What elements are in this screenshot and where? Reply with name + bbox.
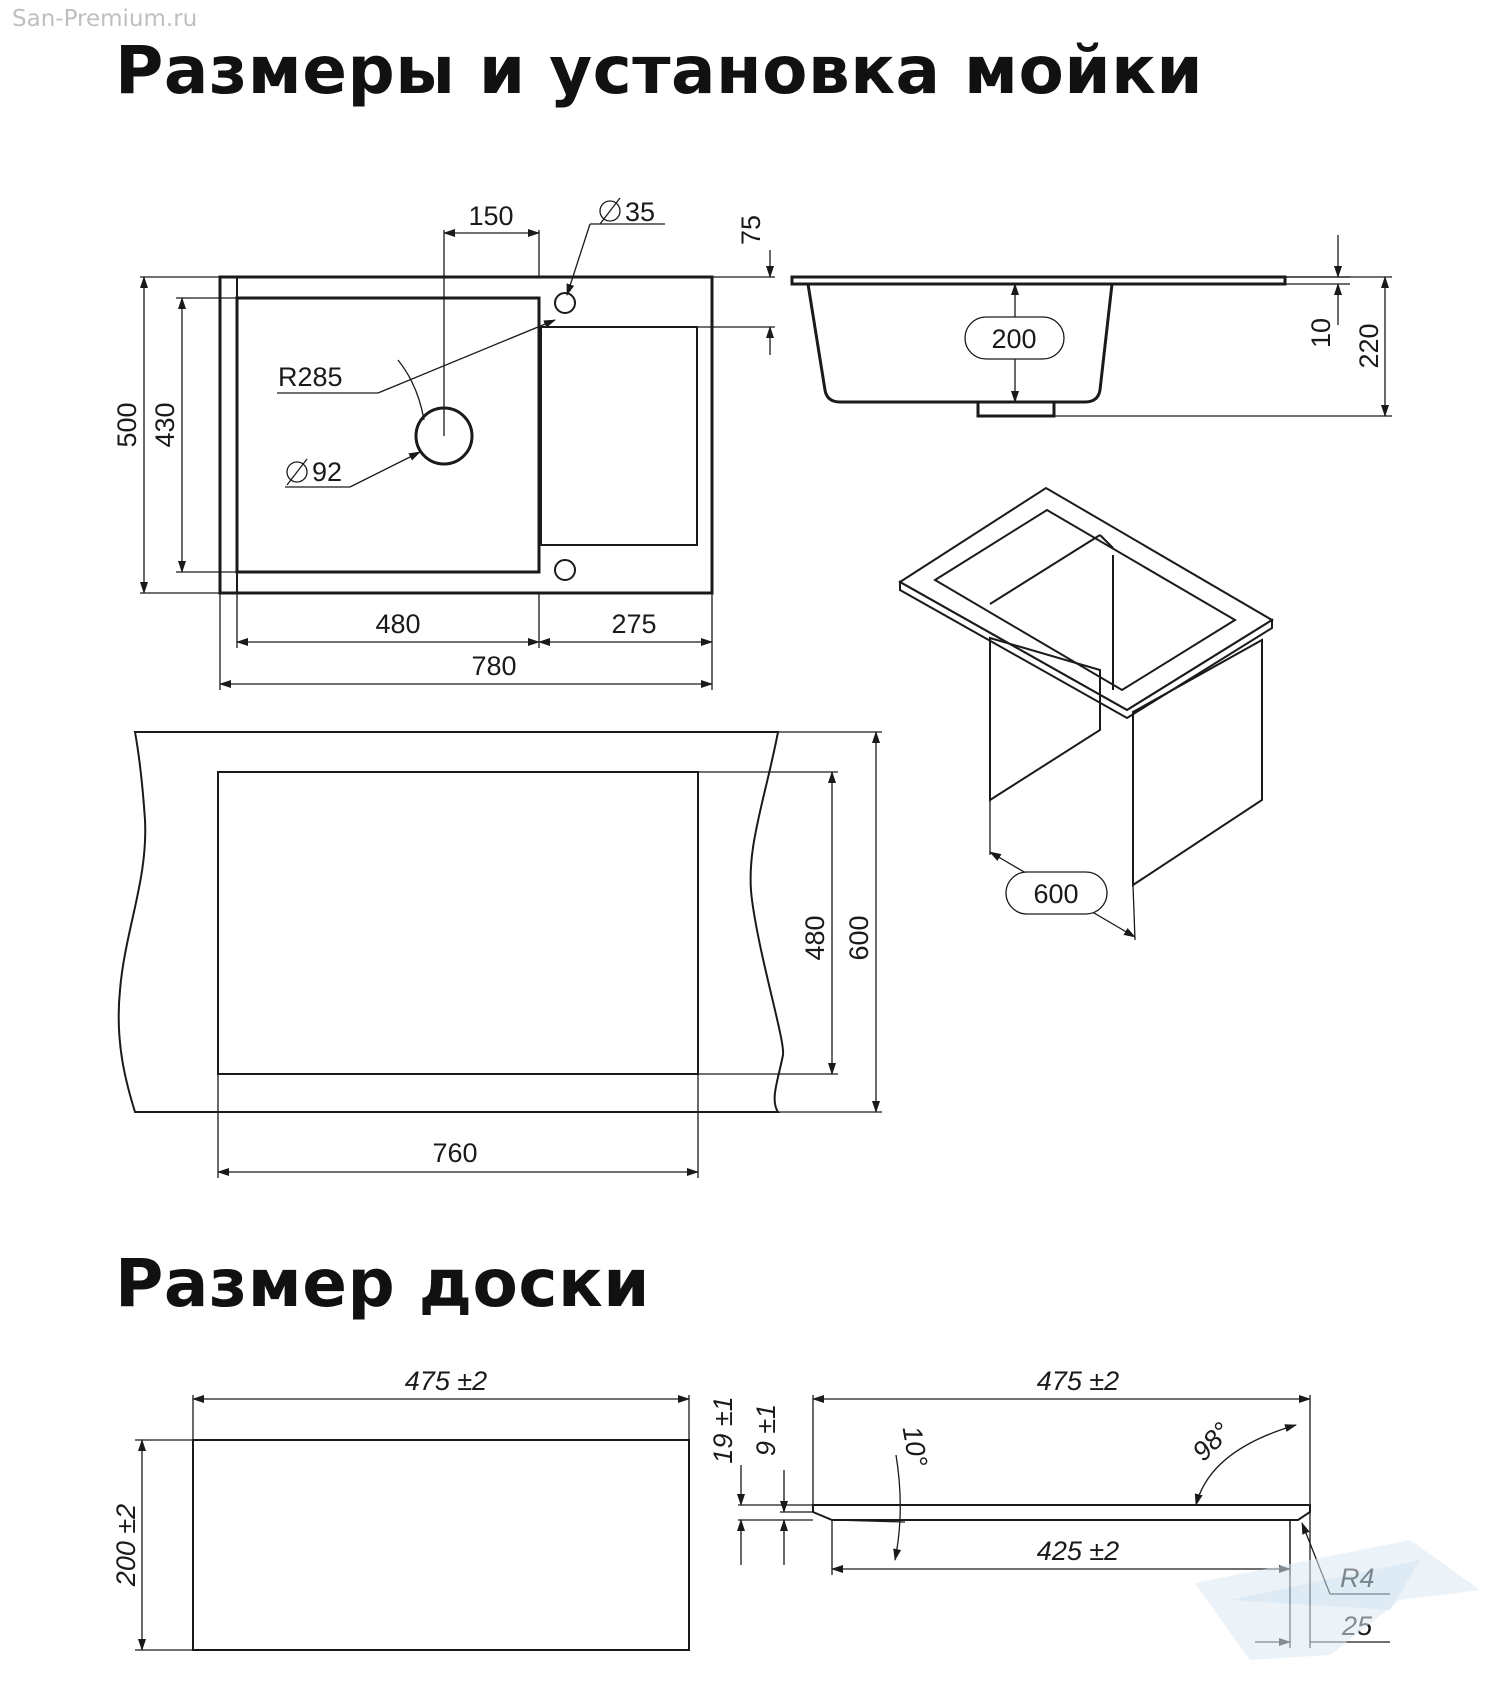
board-profile	[812, 1504, 1311, 1521]
dim-r285: R285	[278, 362, 343, 392]
iso-cabinet-right	[1132, 638, 1263, 887]
dim-board-h: 200 ±2	[111, 1504, 141, 1587]
board-top-view: 475 ±2 200 ±2	[111, 1366, 690, 1651]
dim-10: 10	[1306, 318, 1336, 348]
diameter-icon	[599, 197, 621, 225]
dim-200-side: 200	[991, 324, 1036, 354]
sink-top-view: 150 35 75 R285 92 500	[112, 197, 775, 690]
tap-hole	[554, 292, 576, 314]
dim-500: 500	[112, 402, 142, 447]
countertop-outline	[117, 731, 785, 1113]
dim-board-98deg: 98°	[1187, 1416, 1237, 1466]
logo-icon	[1195, 1540, 1480, 1660]
dim-275: 275	[611, 609, 656, 639]
bowl-outline	[235, 296, 541, 574]
dim-200-badge	[964, 316, 1065, 360]
title-board: Размер доски	[115, 1245, 650, 1322]
side-bowl	[806, 283, 1114, 404]
iso-cabinet-left	[989, 636, 1101, 802]
dim-600-badge	[1005, 871, 1108, 915]
dim-board-425: 425 ±2	[1037, 1536, 1119, 1566]
dim-board-10deg: 10°	[897, 1424, 934, 1470]
iso-inner-rim	[933, 508, 1237, 692]
sink-outline	[218, 275, 714, 595]
overflow-hole	[554, 559, 576, 581]
drainboard-outline	[540, 326, 698, 546]
dim-board-side-w: 475 ±2	[1037, 1366, 1119, 1396]
dim-150: 150	[468, 201, 513, 231]
dim-480-bowl: 480	[375, 609, 420, 639]
dim-600-cut: 600	[844, 915, 874, 960]
dim-480-cut: 480	[800, 915, 830, 960]
dim-75: 75	[736, 215, 766, 245]
title-install: Размеры и установка мойки	[115, 32, 1204, 109]
dim-220: 220	[1354, 323, 1384, 368]
dim-600-iso: 600	[1033, 879, 1078, 909]
board-outline	[192, 1439, 690, 1651]
watermark: San-Premium.ru	[12, 6, 198, 32]
dim-d35: 35	[625, 197, 655, 227]
sink-side-view: 200 10 220	[790, 235, 1392, 418]
dim-board-19: 19 ±1	[708, 1396, 738, 1463]
dim-board-9: 9 ±1	[751, 1404, 781, 1456]
dim-board-w: 475 ±2	[405, 1366, 487, 1396]
dim-d92: 92	[312, 457, 342, 487]
side-drain	[976, 400, 1056, 418]
cutout-view: 480 600 760	[117, 731, 882, 1178]
dim-780: 780	[471, 651, 516, 681]
isometric-view: 600	[898, 486, 1274, 941]
diameter-icon	[286, 458, 308, 486]
dim-760: 760	[432, 1138, 477, 1168]
side-rim	[790, 275, 1287, 286]
iso-rim	[898, 486, 1274, 712]
dim-430: 430	[150, 402, 180, 447]
cutout-rect	[217, 771, 699, 1075]
